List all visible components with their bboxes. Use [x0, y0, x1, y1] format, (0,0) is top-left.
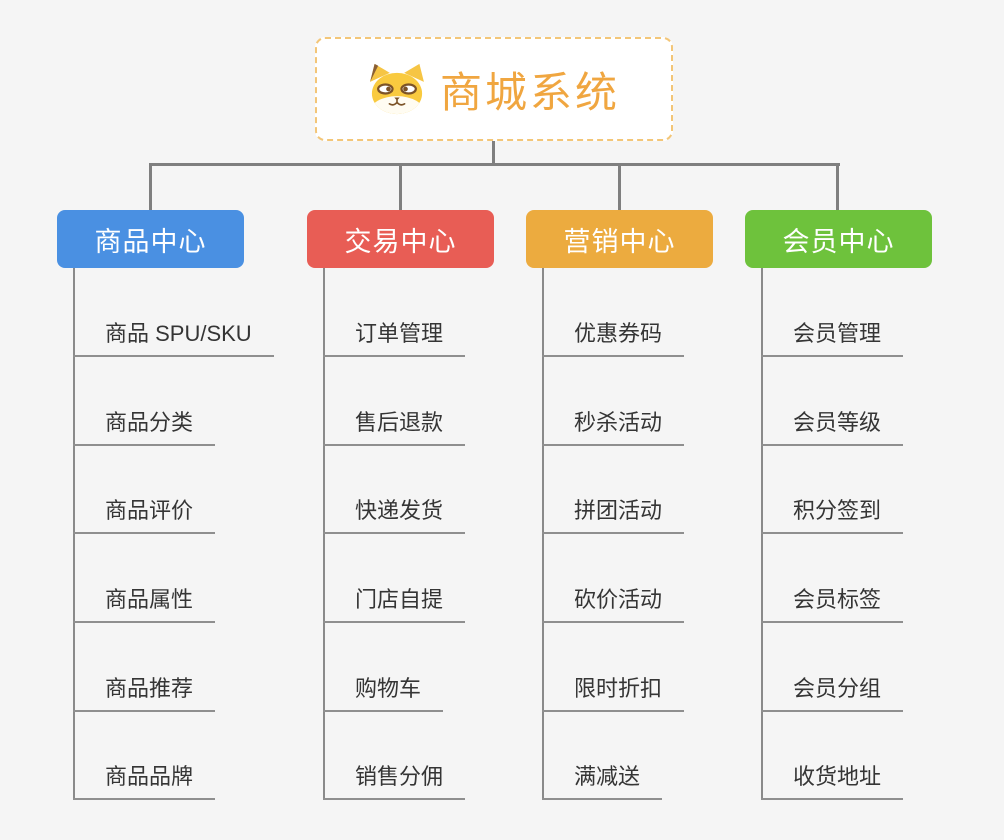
connector-drop-trade [399, 165, 402, 210]
node-item[interactable]: 限时折扣 [542, 676, 685, 712]
node-item[interactable]: 会员等级 [761, 410, 904, 446]
root-title: 商城系统 [439, 68, 620, 116]
node-item[interactable]: 积分签到 [761, 498, 904, 534]
node-item[interactable]: 会员管理 [761, 321, 904, 357]
node-item[interactable]: 商品品牌 [73, 764, 216, 800]
connector-drop-member [836, 165, 839, 210]
node-item[interactable]: 满减送 [542, 764, 663, 800]
branch-member: 会员中心 会员管理 会员等级 积分签到 会员标签 会员分组 收货地址 [745, 210, 932, 800]
branch-header-marketing[interactable]: 营销中心 [526, 210, 713, 268]
node-item[interactable]: 秒杀活动 [542, 410, 685, 446]
node-item[interactable]: 售后退款 [323, 410, 466, 446]
connector-drop-marketing [618, 165, 621, 210]
node-item[interactable]: 商品分类 [73, 410, 216, 446]
connector-root-stub [492, 141, 495, 164]
node-item[interactable]: 收货地址 [761, 764, 904, 800]
branch-trade: 交易中心 订单管理 售后退款 快递发货 门店自提 购物车 销售分佣 [307, 210, 494, 800]
node-item[interactable]: 砍价活动 [542, 587, 685, 623]
branch-header-member[interactable]: 会员中心 [745, 210, 932, 268]
node-item[interactable]: 会员标签 [761, 587, 904, 623]
node-item[interactable]: 拼团活动 [542, 498, 685, 534]
node-item[interactable]: 优惠券码 [542, 321, 685, 357]
branch-header-trade[interactable]: 交易中心 [307, 210, 494, 268]
node-item[interactable]: 商品 SPU/SKU [73, 321, 274, 357]
branch-items-product: 商品 SPU/SKU 商品分类 商品评价 商品属性 商品推荐 商品品牌 [73, 268, 274, 800]
node-item[interactable]: 商品推荐 [73, 676, 216, 712]
branch-marketing: 营销中心 优惠券码 秒杀活动 拼团活动 砍价活动 限时折扣 满减送 [526, 210, 713, 800]
node-item[interactable]: 订单管理 [323, 321, 466, 357]
branch-items-marketing: 优惠券码 秒杀活动 拼团活动 砍价活动 限时折扣 满减送 [542, 268, 713, 800]
node-item[interactable]: 会员分组 [761, 676, 904, 712]
node-item[interactable]: 门店自提 [323, 587, 466, 623]
node-item[interactable]: 商品属性 [73, 587, 216, 623]
branch-items-trade: 订单管理 售后退款 快递发货 门店自提 购物车 销售分佣 [323, 268, 494, 800]
node-item[interactable]: 商品评价 [73, 498, 216, 534]
node-item[interactable]: 快递发货 [323, 498, 466, 534]
branch-product: 商品中心 商品 SPU/SKU 商品分类 商品评价 商品属性 商品推荐 商品品牌 [57, 210, 274, 800]
connector-horizontal [149, 163, 840, 166]
root-node[interactable]: 商城系统 [315, 37, 673, 141]
connector-drop-product [149, 165, 152, 210]
node-item[interactable]: 销售分佣 [323, 764, 466, 800]
branch-header-product[interactable]: 商品中心 [57, 210, 244, 268]
branch-items-member: 会员管理 会员等级 积分签到 会员标签 会员分组 收货地址 [761, 268, 932, 800]
node-item[interactable]: 购物车 [323, 676, 444, 712]
shiba-dog-icon [370, 63, 424, 115]
